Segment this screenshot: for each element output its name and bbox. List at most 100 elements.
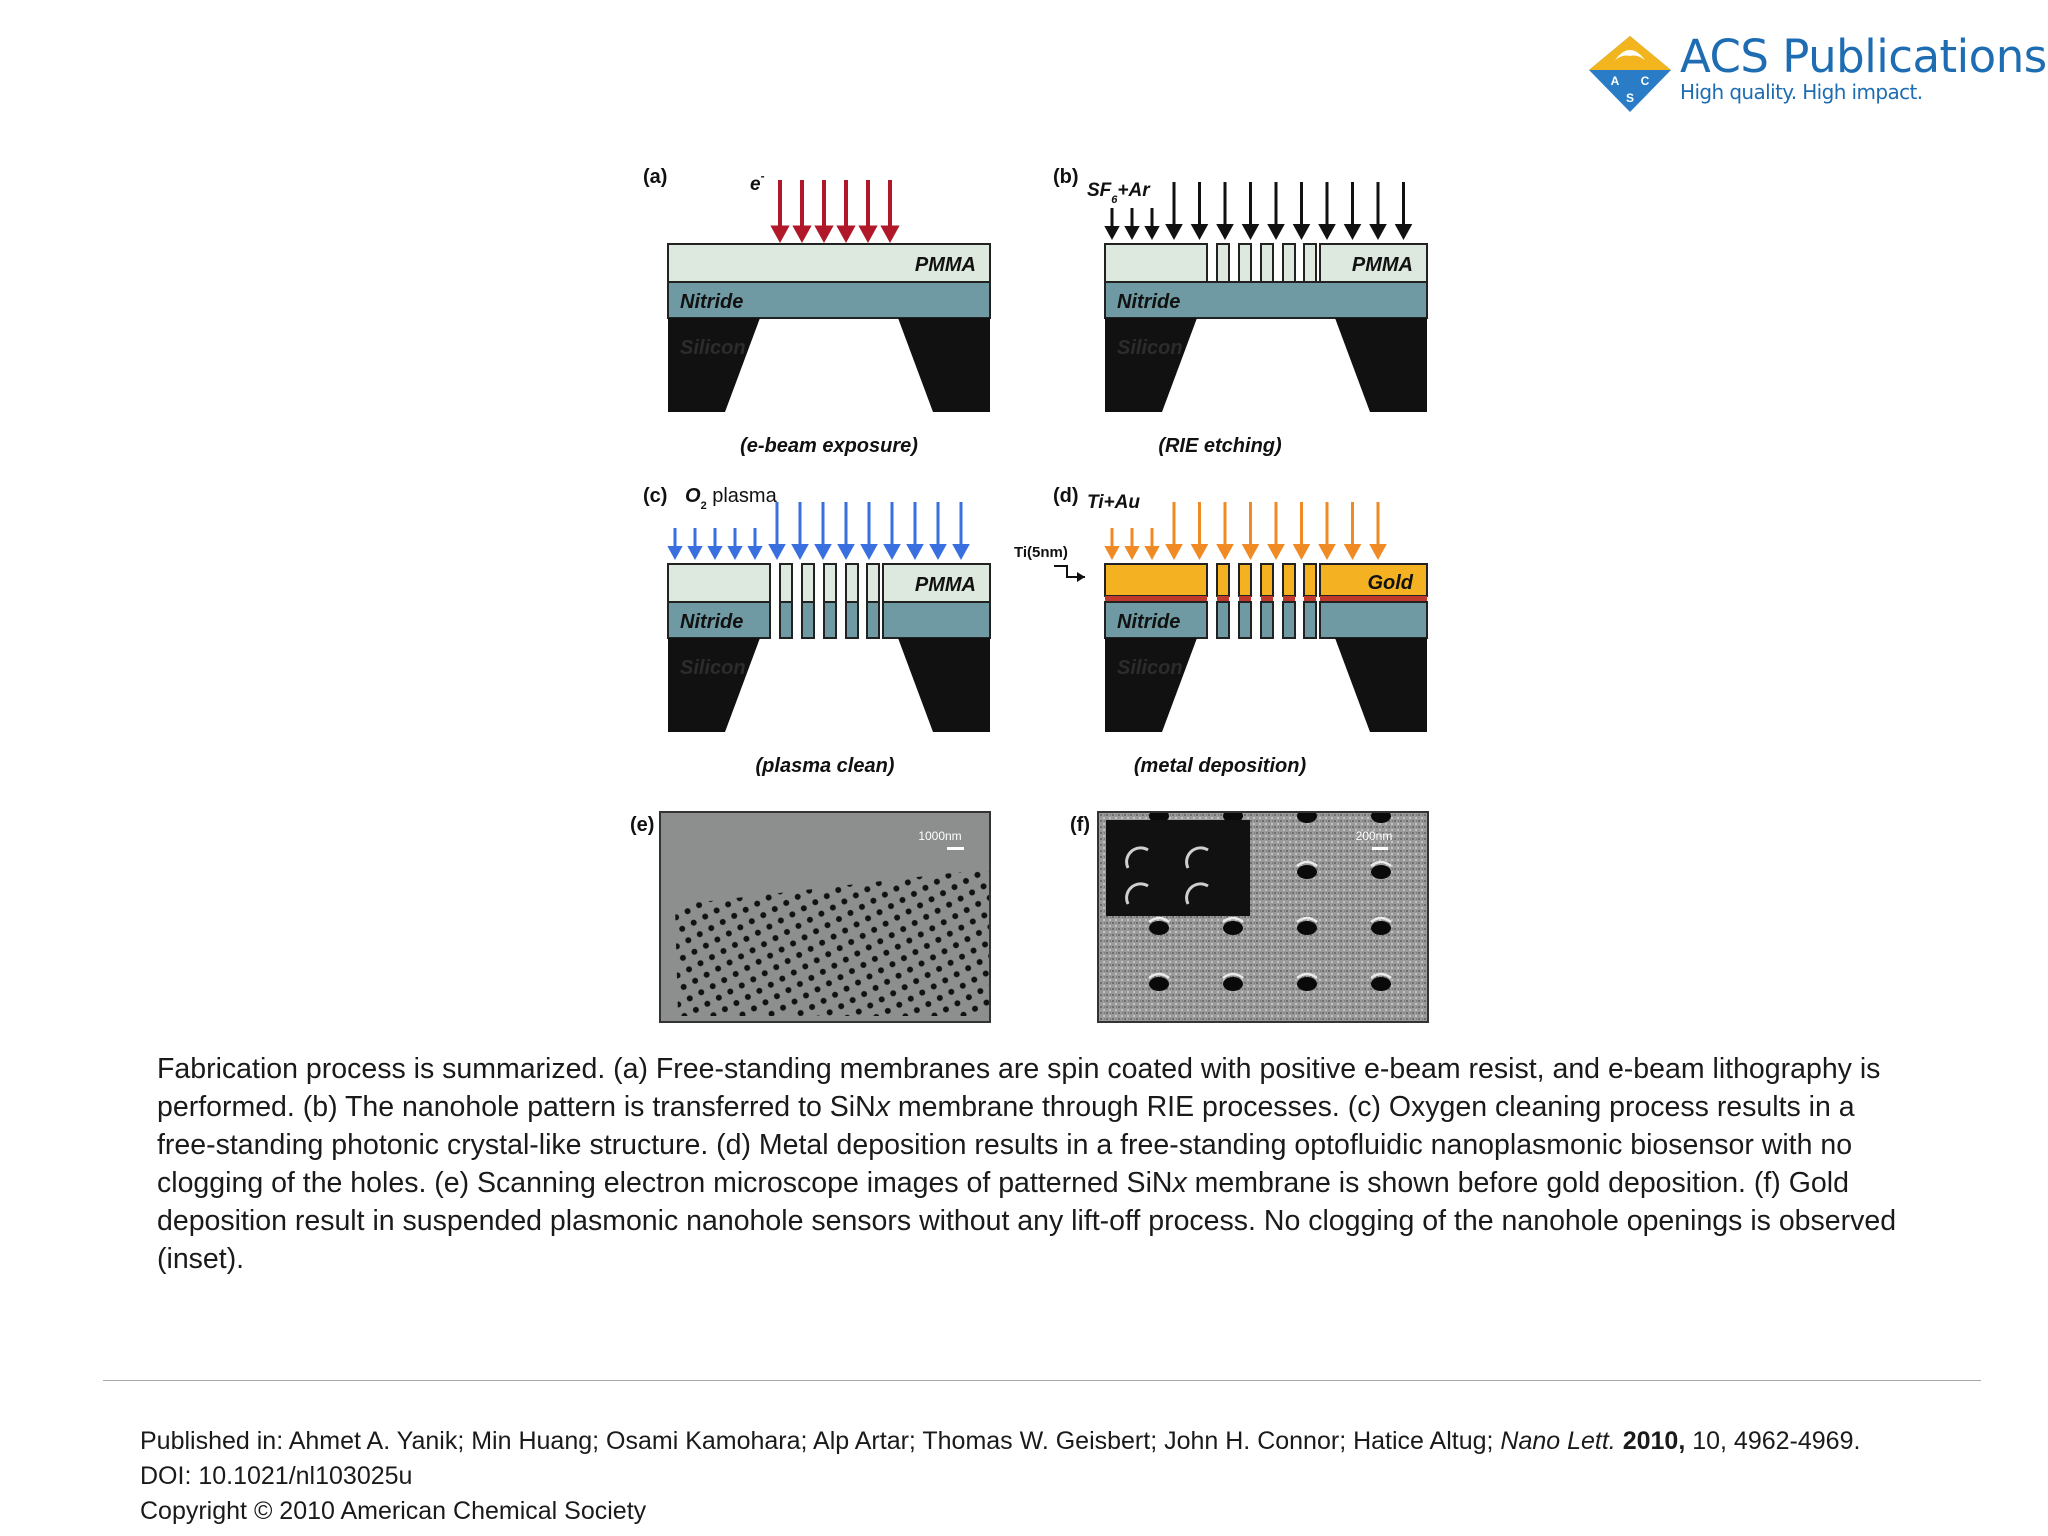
arrow-head [1165, 544, 1183, 560]
nitride-pillar [866, 601, 880, 639]
nitride-pillar [823, 601, 837, 639]
footer-divider [103, 1380, 1981, 1381]
figure-caption: Fabrication process is summarized. (a) F… [157, 1053, 1897, 1275]
arrow-head [1190, 544, 1209, 560]
arrow-head [792, 225, 812, 244]
arrow-head [858, 225, 878, 244]
pmma-pillar [1303, 243, 1317, 283]
arrow-head [837, 544, 855, 560]
arrow-head [1104, 226, 1120, 240]
emblem-letter-a: A [1611, 74, 1620, 88]
arrow-head [814, 225, 834, 244]
logo-tagline: High quality. High impact. [1680, 80, 1923, 104]
rie-arrows [1104, 182, 1413, 240]
arrow-head [1124, 226, 1140, 240]
scale-bar-e-label: 1000nm [918, 829, 961, 843]
arrow-head [1104, 546, 1120, 560]
arrow-head [1241, 544, 1260, 560]
arrow-head [1292, 544, 1311, 560]
panel-b: (b) SF6+Ar PMMA Nitride Silicon (RIE etc… [1053, 166, 1428, 457]
panel-b-caption: (RIE etching) [1158, 435, 1282, 457]
arrow-head [860, 544, 878, 560]
silicon-right [898, 318, 990, 412]
arrow-head [814, 544, 832, 560]
panel-b-beam: SF6+Ar [1087, 180, 1151, 206]
gold-pillar [1216, 563, 1230, 597]
pmma-label: PMMA [915, 254, 976, 276]
gold-pillar [1260, 563, 1274, 597]
nitride-pillar [1238, 601, 1252, 639]
silicon-label: Silicon [680, 337, 746, 359]
ti-pointer [1054, 565, 1085, 578]
ti-layer [1304, 596, 1316, 602]
gold-label: Gold [1367, 572, 1413, 594]
arrow-head [707, 546, 723, 560]
arrow-head [1144, 226, 1160, 240]
pmma-pillar [1216, 243, 1230, 283]
nitride-label: Nitride [680, 291, 743, 313]
panel-a: (a) e- PMMA Nitride Silicon (e-beam expo… [643, 166, 991, 457]
arrow-head [770, 225, 790, 244]
metal-arrows [1104, 502, 1387, 560]
nitride-pillar [1282, 601, 1296, 639]
nitride-pillar [779, 601, 793, 639]
gold-pillar [1282, 563, 1296, 597]
arrow-head [1318, 224, 1336, 240]
arrow-head [1165, 224, 1183, 240]
logo-name: ACS Publications [1680, 30, 2047, 83]
arrow-head [929, 544, 947, 560]
pmma-pillar [823, 563, 837, 603]
ti-layer [1239, 596, 1251, 602]
sem-inset [1106, 820, 1250, 916]
nitride-label: Nitride [1117, 611, 1180, 633]
ti-layer [1217, 596, 1229, 602]
panel-d-caption: (metal deposition) [1134, 755, 1307, 777]
panel-a-beam: e- [750, 169, 765, 195]
arrow-head [1124, 546, 1140, 560]
panel-c: (c) O2 plasma PMMA Nitride Silicon (plas… [643, 485, 991, 777]
nitride-pillar [1260, 601, 1274, 639]
arrow-head [687, 546, 703, 560]
arrow-head [1369, 224, 1387, 240]
pmma-label: PMMA [915, 574, 976, 596]
panel-c-caption: (plasma clean) [756, 755, 895, 777]
arrow-head [768, 544, 786, 560]
etched-pillars [1216, 243, 1317, 283]
arrow-head [1343, 544, 1362, 560]
gold-pillar [1303, 563, 1317, 597]
scale-bar-e [947, 847, 964, 850]
emblem-letter-c: C [1641, 74, 1650, 88]
panel-e: (e) 1000nm [630, 811, 991, 1023]
panel-a-label: (a) [643, 166, 667, 188]
panel-b-label: (b) [1053, 166, 1079, 188]
arrow-head [906, 544, 924, 560]
arrow-head [791, 544, 809, 560]
ebeam-arrows [770, 180, 900, 244]
pmma-pillar [845, 563, 859, 603]
emblem-letter-s: S [1626, 91, 1634, 105]
gold-pillar [1238, 563, 1252, 597]
scale-bar-f-label: 200nm [1356, 829, 1393, 843]
panel-d-label: (d) [1053, 485, 1079, 507]
ti-layer [1283, 596, 1295, 602]
arrow-head [1144, 546, 1160, 560]
pmma-label: PMMA [1352, 254, 1413, 276]
arrow-head [1318, 544, 1336, 560]
pmma-pillar [1282, 243, 1296, 283]
panel-c-label: (c) [643, 485, 667, 507]
acs-emblem-icon: A C S [1589, 36, 1671, 112]
nitride-label: Nitride [1117, 291, 1180, 313]
arrow-head [1190, 224, 1209, 240]
nitride-label: Nitride [680, 611, 743, 633]
scale-bar-f [1372, 847, 1388, 850]
silicon-label: Silicon [1117, 337, 1183, 359]
arrow-head [1267, 544, 1285, 560]
arrow-head [836, 225, 856, 244]
copyright-line: Copyright © 2010 American Chemical Socie… [140, 1497, 647, 1525]
arrow-head [1216, 224, 1234, 240]
cleaned-pillars [779, 563, 880, 639]
arrow-head [727, 546, 743, 560]
panel-d-beam: Ti+Au [1087, 492, 1140, 513]
arrow-head [1241, 224, 1260, 240]
ti-label: Ti(5nm) [1014, 544, 1068, 561]
